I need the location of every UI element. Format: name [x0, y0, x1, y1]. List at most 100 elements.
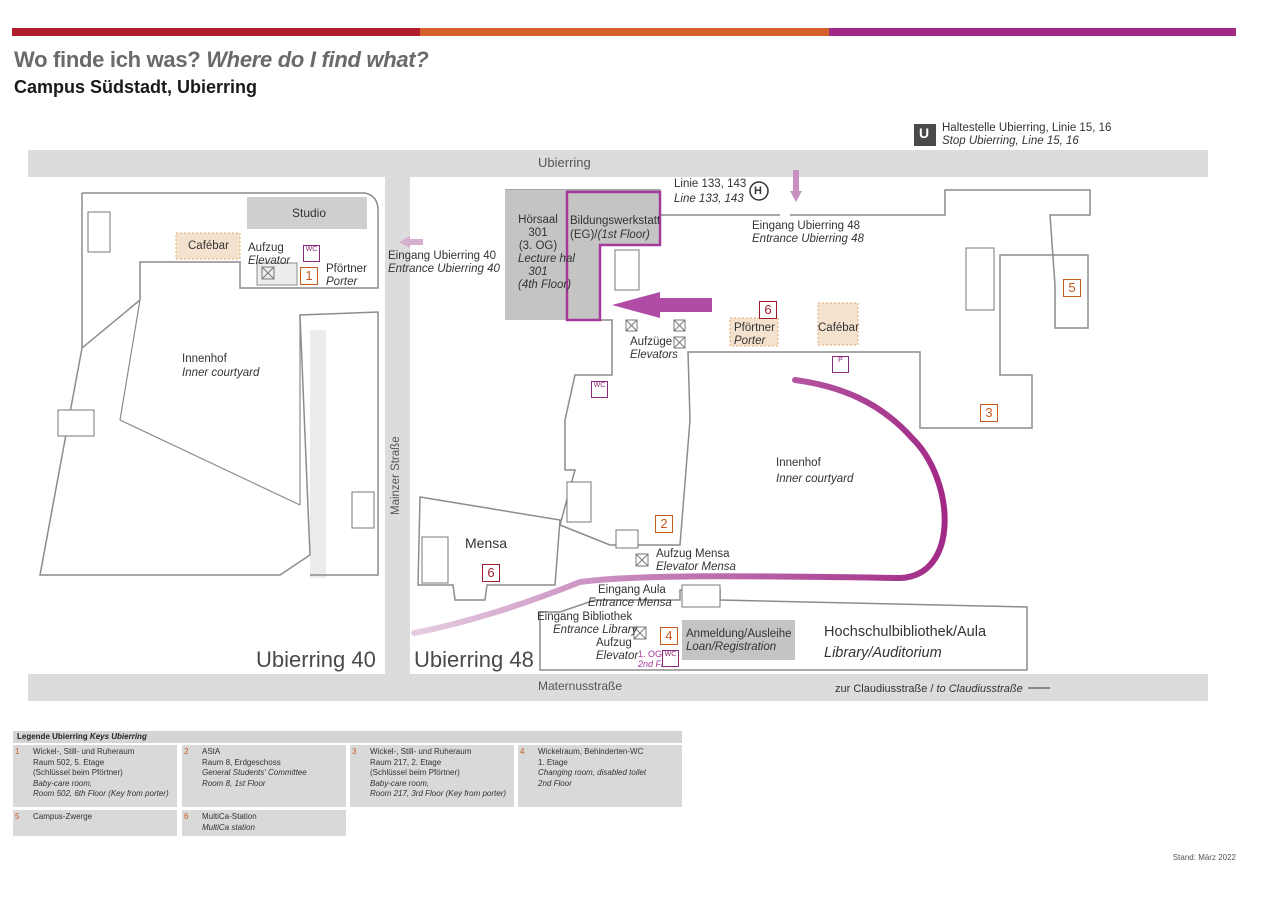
marker-6-porter: 6	[759, 301, 777, 319]
courtyard-40-label-en: Inner courtyard	[182, 367, 260, 379]
path-strip	[310, 330, 326, 578]
cafebar-40-label: Cafébar	[188, 240, 229, 252]
stairs-48-c-icon	[566, 481, 592, 523]
stairs-40-a-icon	[87, 211, 111, 253]
u-bahn-icon	[914, 124, 936, 146]
header-bar-red	[12, 28, 420, 36]
parking-accessible-icon: P	[832, 356, 849, 373]
stairs-library-icon	[681, 584, 721, 608]
loan-registration-room	[682, 620, 795, 660]
stairs-40-b-icon	[57, 409, 95, 437]
porter-40-label-de: Pförtner	[326, 263, 367, 275]
entrance-48-label-en: Entrance Ubierring 48	[752, 233, 864, 245]
arrow-to-bildungswerkstatt	[612, 292, 712, 318]
studio-room	[247, 197, 367, 229]
library-label-de: Hochschulbibliothek/Aula	[824, 624, 987, 640]
porter-48-area	[729, 317, 779, 347]
road-mainzer-strasse	[385, 177, 410, 674]
elevator-40-icon	[261, 266, 275, 280]
elevator-40-label-en: Elevator	[248, 255, 291, 267]
floor-label-en: 2nd Fl.	[638, 659, 666, 669]
stairs-40-c-icon	[351, 491, 375, 529]
stairs-48-b-icon	[965, 247, 995, 311]
u-bahn-letter: U	[919, 125, 930, 141]
building-ubierring-40-outline	[39, 192, 379, 576]
courtyard-40-inner	[119, 299, 301, 506]
elevator-library-label-de: Aufzug	[596, 637, 632, 649]
mensa-label: Mensa	[465, 535, 508, 551]
building-name-ubierring-48: Ubierring 48	[414, 647, 534, 672]
elevator-48-b-icon	[673, 319, 686, 332]
elevator-mensa-label-en: Elevator Mensa	[656, 561, 736, 573]
stop-label-en: Stop Ubierring, Line 15, 16	[942, 135, 1079, 147]
stairs-48-d-icon	[615, 529, 639, 549]
bildungswerkstatt-floor: (EG)/(1st Floor)	[570, 229, 650, 241]
loan-label-de: Anmeldung/Ausleihe	[686, 628, 792, 640]
header-bar-purple	[829, 28, 1236, 36]
stairs-48-a-icon	[614, 249, 640, 291]
marker-5: 5	[1063, 279, 1081, 297]
porter-48-label-de: Pförtner	[734, 322, 775, 334]
elevator-mensa-label-de: Aufzug Mensa	[656, 548, 730, 560]
bus-stop-icon	[749, 181, 769, 201]
bus-label-de: Linie 133, 143	[674, 178, 747, 190]
cafebar-48-area	[817, 302, 859, 346]
elevator-library-label-en: Elevator	[596, 650, 639, 662]
building-name-ubierring-40: Ubierring 40	[256, 647, 376, 672]
elevator-48-a-icon	[625, 319, 638, 332]
stop-label-de: Haltestelle Ubierring, Linie 15, 16	[942, 122, 1112, 134]
cafebar-48-label: Cafébar	[818, 322, 859, 334]
elevator-library-icon	[633, 626, 647, 640]
entrance-library-label-de: Eingang Bibliothek	[537, 611, 633, 623]
lecture-hall-301-room	[505, 190, 567, 320]
elevators-48-label-de: Aufzüge	[630, 336, 673, 348]
legend-item-5: 5 Campus-Zwerge	[13, 810, 177, 836]
elevators-48-label-en: Elevators	[630, 349, 678, 361]
page-subtitle: Campus Südstadt, Ubierring	[14, 77, 258, 97]
elevator-40-label-de: Aufzug	[248, 242, 284, 254]
bildungswerkstatt-label: Bildungswerkstatt	[570, 215, 661, 227]
marker-3: 3	[980, 404, 998, 422]
cafebar-40-area	[175, 232, 241, 260]
entrance-48-label-de: Eingang Ubierring 48	[752, 220, 861, 232]
road-label-claudius: zur Claudiusstraße / to Claudiusstraße	[835, 683, 1023, 695]
bus-label-en: Line 133, 143	[674, 193, 744, 205]
road-label-ubierring: Ubierring	[538, 155, 591, 170]
road-label-mainzer: Mainzer Straße	[390, 436, 402, 515]
stand-date: Stand: März 2022	[1172, 853, 1236, 862]
mensa-building-outline	[417, 496, 561, 601]
studio-label: Studio	[292, 206, 327, 220]
library-label-en: Library/Auditorium	[824, 645, 942, 661]
page-title: Wo finde ich was? Where do I find what?	[14, 47, 429, 72]
marker-2: 2	[655, 515, 673, 533]
wc-40-icon: WC	[303, 245, 320, 262]
porter-40-label-en: Porter	[326, 276, 358, 288]
elevator-mensa-icon	[635, 553, 649, 567]
entrance-aula-label-de: Eingang Aula	[598, 584, 666, 596]
loan-label-en: Loan/Registration	[686, 641, 777, 653]
road-ubierring	[28, 150, 1208, 177]
porter-48-label-en: Porter	[734, 335, 766, 347]
arrow-entrance-40	[399, 236, 423, 248]
entrance-40-label-de: Eingang Ubierring 40	[388, 250, 497, 262]
marker-4: 4	[660, 627, 678, 645]
bildungswerkstatt-room	[565, 190, 662, 322]
entrance-aula-label-en: Entrance Mensa	[588, 597, 672, 609]
elevator-48-c-icon	[673, 336, 686, 349]
courtyard-40-label-de: Innenhof	[182, 353, 227, 365]
courtyard-48-label-de: Innenhof	[776, 457, 821, 469]
marker-6-mensa: 6	[482, 564, 500, 582]
bus-letter: H	[754, 185, 762, 197]
wc-library-icon: WC	[662, 650, 679, 667]
wc-48-icon: WC	[591, 381, 608, 398]
courtyard-48-label-en: Inner courtyard	[776, 473, 854, 485]
stairs-mensa-icon	[421, 536, 449, 584]
floor-label-de: 1. OG	[638, 649, 663, 659]
arrow-entrance-48	[790, 170, 802, 202]
